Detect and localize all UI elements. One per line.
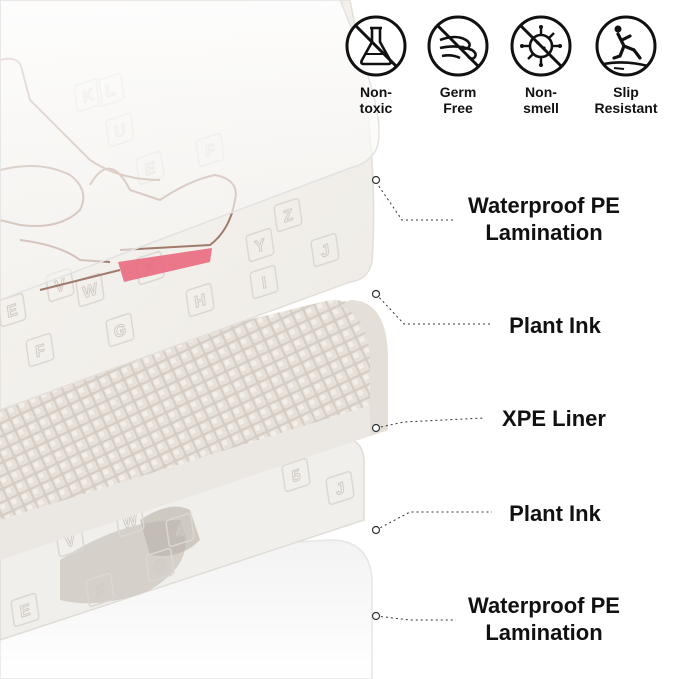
mat-letter-tile: F xyxy=(85,572,115,608)
mat-letter: F xyxy=(94,581,106,602)
mat-letter: G xyxy=(113,320,127,342)
mat-letter: I xyxy=(261,273,268,292)
mat-letter: H xyxy=(193,290,207,312)
mat-letter-tile: 5 xyxy=(281,457,311,493)
xpe-liner-side xyxy=(340,300,388,436)
label-waterproof-pe-lamination-top: Waterproof PE Lamination xyxy=(468,193,620,245)
flask-no-icon xyxy=(345,15,407,77)
mat-letter: E xyxy=(19,600,32,621)
mat-letter: J xyxy=(335,479,346,500)
feature-label: Non- smell xyxy=(523,84,559,116)
mat-letter: Z xyxy=(282,206,294,227)
mat-letter: J xyxy=(320,241,331,262)
feature-label: Slip Resistant xyxy=(594,84,658,116)
xpe-liner-top xyxy=(0,300,388,520)
mat-letter: 5 xyxy=(291,466,302,487)
mat-letter-tile: I xyxy=(249,264,279,300)
feature-non-smell: Non- smell xyxy=(501,14,581,116)
feature-non-toxic: Non- toxic xyxy=(336,14,416,116)
xpe-liner-front-edge xyxy=(0,400,388,560)
mat-letter: 4 xyxy=(175,521,186,542)
feature-label: Germ Free xyxy=(439,84,477,116)
slip-person-icon xyxy=(595,15,657,77)
feature-label: Non- toxic xyxy=(359,84,393,116)
bottom-ink-shadow-2 xyxy=(140,506,200,556)
mat-letter-tile: F xyxy=(25,332,55,368)
mat-letter: V xyxy=(54,275,67,296)
feature-slip-resistant: Slip Resistant xyxy=(586,14,666,116)
mat-letter-tile: W xyxy=(75,272,105,308)
mat-letter: F xyxy=(34,341,46,362)
mat-letter-tile: J xyxy=(310,232,340,268)
mat-letter-tile: G xyxy=(145,547,175,583)
mat-letter: G xyxy=(153,555,167,577)
mat-drawing-pink-accent xyxy=(118,248,212,282)
leader-lines xyxy=(375,181,492,621)
label-xpe-liner: XPE Liner xyxy=(502,406,606,431)
wind-no-icon xyxy=(427,15,489,77)
label-plant-ink-top: Plant Ink xyxy=(509,313,601,338)
label-waterproof-pe-lamination-bottom: Waterproof PE Lamination xyxy=(468,593,620,645)
mat-letter-tile: G xyxy=(105,312,135,348)
mat-letter: E xyxy=(6,300,19,321)
mat-letter: Y xyxy=(254,235,267,256)
feature-germ-free: Germ Free xyxy=(418,14,498,116)
mat-letter-tile: Y xyxy=(245,227,275,263)
mat-letter-tile: J xyxy=(325,470,355,506)
mat-letter-tile: H xyxy=(185,282,215,318)
virus-no-icon xyxy=(510,15,572,77)
mat-letter-tile: Z xyxy=(273,197,303,233)
mat-letter-tile: 4 xyxy=(165,512,195,548)
label-plant-ink-bottom: Plant Ink xyxy=(509,501,601,526)
mat-letter-tile: E xyxy=(10,592,40,628)
leader-dots xyxy=(371,175,381,621)
mat-letter: W xyxy=(82,279,100,302)
